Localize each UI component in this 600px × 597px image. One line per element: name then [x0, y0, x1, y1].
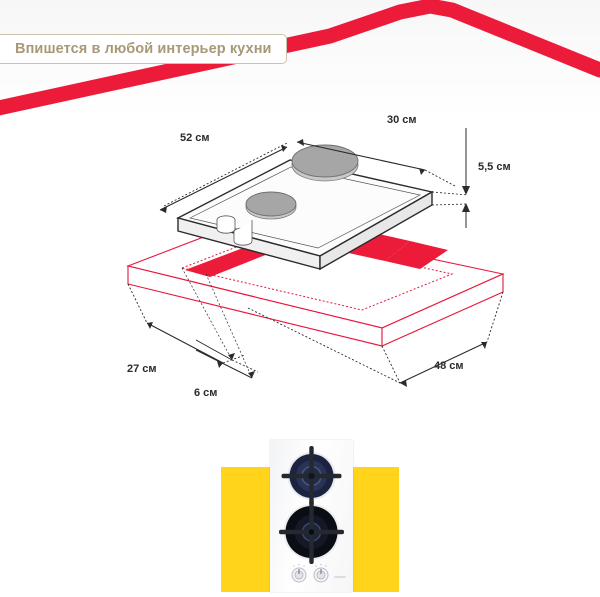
dimension-label-hob-width: 52 см: [180, 132, 210, 144]
hob-body: [176, 144, 434, 271]
diagram-knob-right: [233, 220, 253, 246]
dimension-label-cutout-depth: 27 см: [127, 363, 157, 375]
cutout-fill-left: [185, 248, 268, 277]
product-knob-right[interactable]: [313, 567, 329, 583]
product-knob-indicators: [293, 563, 327, 567]
header-ribbon-area: Впишется в любой интерьер кухни: [0, 0, 600, 120]
diagram-rear-burner: [291, 144, 359, 182]
product-hob-svg: [279, 446, 346, 583]
cutout-fill-right: [344, 232, 410, 261]
technical-drawing-svg: [126, 128, 505, 387]
diagram-front-burner: [245, 191, 297, 220]
product-rear-burner: [281, 446, 342, 506]
diagram-knob-left: [216, 215, 236, 234]
dimension-label-hob-depth: 30 см: [387, 114, 417, 126]
dimension-label-cutout-clearance: 6 см: [194, 387, 218, 399]
dimension-lines: [127, 128, 504, 387]
dimension-label-hob-height: 5,5 см: [478, 161, 511, 173]
headline-banner-text: Впишется в любой интерьер кухни: [15, 41, 272, 57]
product-brand-mark: [334, 576, 346, 578]
product-front-burner: [279, 500, 344, 564]
product-photo-block: [0, 420, 600, 592]
cutout-fill-right2: [385, 241, 448, 269]
headline-banner: Впишется в любой интерьер кухни: [0, 34, 287, 64]
dimension-label-cutout-width: 48 см: [434, 360, 464, 372]
product-hob-panel: [270, 440, 353, 592]
product-knob-left[interactable]: [291, 567, 307, 583]
technical-drawing: 52 см 30 см 5,5 см 27 см 6 см 48 см: [0, 88, 600, 418]
